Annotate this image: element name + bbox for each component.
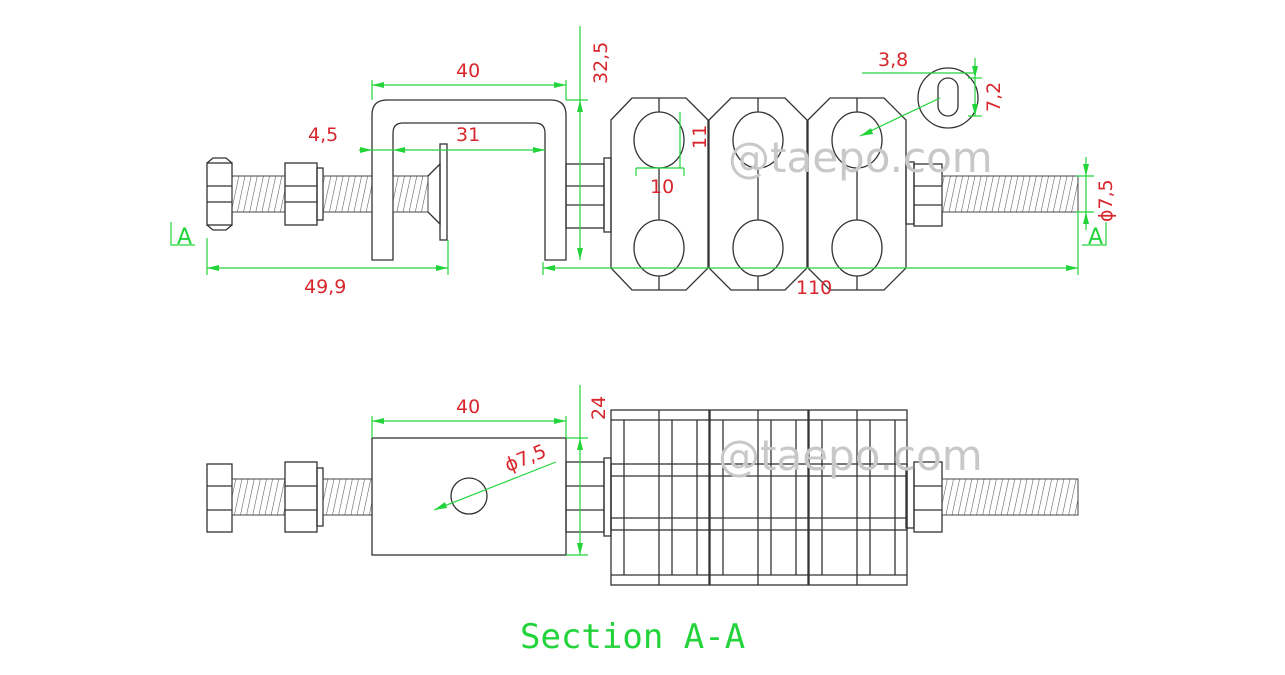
dim-hole-width: 10 xyxy=(650,176,674,198)
dim-inner-width: 31 xyxy=(456,124,480,146)
top-view: 40 32,5 31 4,5 49,9 110 11 10 3,8 7,2 ϕ7… xyxy=(170,26,1117,299)
watermark-top: @taepo.com xyxy=(728,133,993,182)
dim-rod-diameter: ϕ7,5 xyxy=(1095,179,1117,222)
section-marker-left: A xyxy=(177,225,192,250)
threaded-rod-bottom-2 xyxy=(322,478,373,516)
dimension-lines-bottom xyxy=(371,385,588,556)
dim-block-height: 24 xyxy=(588,396,610,420)
dim-bracket-width: 40 xyxy=(456,60,480,82)
dimension-arrows-bottom xyxy=(372,418,583,555)
threaded-rod-bottom xyxy=(231,478,286,516)
dim-slot-height: 7,2 xyxy=(983,82,1005,112)
slot-detail xyxy=(917,67,979,129)
hex-nut-left-bottom xyxy=(206,463,233,533)
dim-bolt-length: 49,9 xyxy=(304,276,346,298)
hex-nut-left xyxy=(206,157,233,231)
watermark-bottom: @taepo.com xyxy=(718,431,983,480)
dim-hole-diameter: ϕ7,5 xyxy=(502,440,550,476)
hex-nut-middle xyxy=(284,162,324,226)
threaded-rod xyxy=(231,175,286,213)
dimension-lines-top xyxy=(170,26,1107,275)
cone-washer xyxy=(427,162,441,226)
u-bracket xyxy=(371,99,567,261)
dim-bracket-height: 32,5 xyxy=(590,42,612,84)
threaded-rod-2 xyxy=(322,175,373,213)
dim-slot-width: 3,8 xyxy=(878,49,908,71)
section-marker-right: A xyxy=(1088,225,1103,250)
bottom-view: 40 24 ϕ7,5 @taepo.com xyxy=(206,385,1079,586)
dim-bracket-width-bottom: 40 xyxy=(456,396,480,418)
threaded-rod-3 xyxy=(392,175,429,213)
block-hole xyxy=(450,477,488,515)
dimension-arrows-top xyxy=(207,66,1089,271)
dim-total-length: 110 xyxy=(796,277,832,299)
section-title: Section A-A xyxy=(520,617,745,657)
dim-wall: 4,5 xyxy=(308,124,338,146)
threaded-rod-bottom-right xyxy=(941,478,1079,516)
threaded-rod-right xyxy=(941,175,1079,213)
clamp-blocks-side xyxy=(610,409,908,586)
dim-hole-height: 11 xyxy=(689,125,711,149)
